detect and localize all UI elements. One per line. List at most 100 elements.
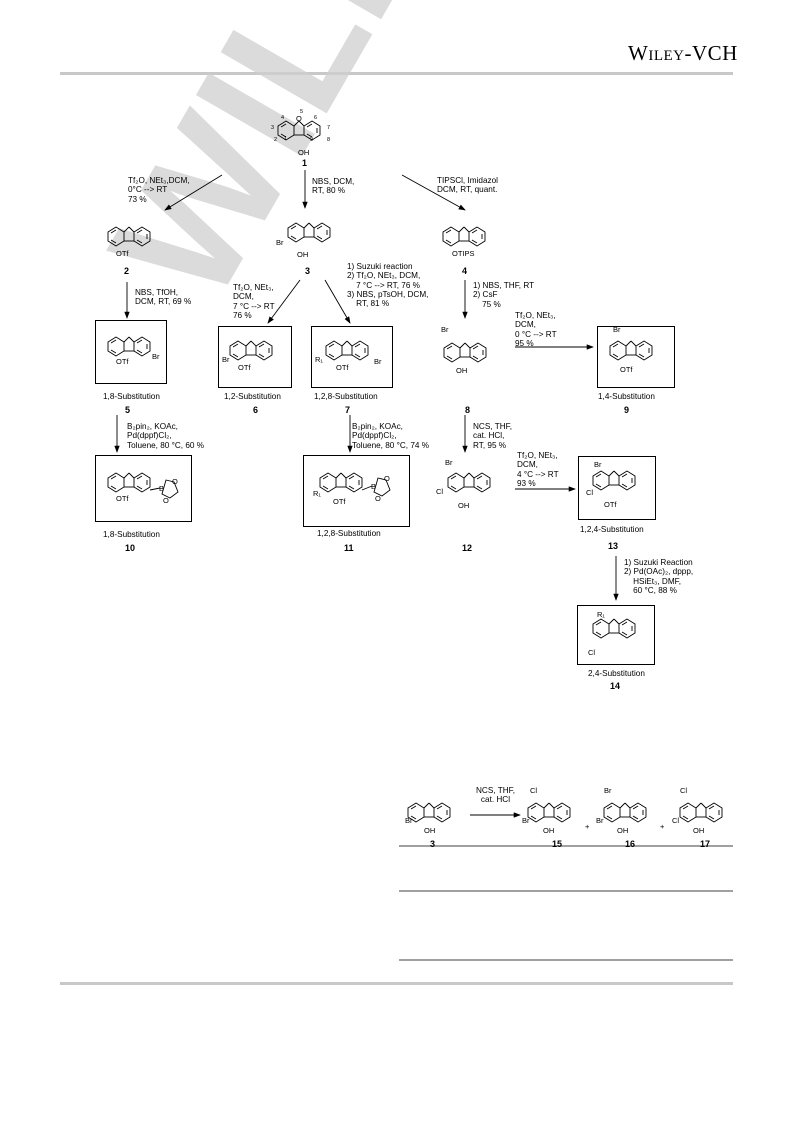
substituent-label: OTf bbox=[116, 357, 129, 366]
substituent-label: Br bbox=[152, 352, 160, 361]
box-compound-7 bbox=[311, 326, 393, 388]
position-label: 2 bbox=[274, 137, 278, 143]
position-label: 8 bbox=[327, 137, 331, 143]
substituent-label: Br bbox=[374, 357, 382, 366]
substituent-label: Br bbox=[604, 786, 612, 795]
substituent-label: Br bbox=[613, 325, 621, 334]
substituent-label: R₁ bbox=[597, 610, 605, 619]
substituent-label: Cl bbox=[530, 786, 538, 795]
substituent-label: OTf bbox=[116, 249, 129, 258]
substituent-label: Br bbox=[405, 816, 413, 825]
compound-number: 4 bbox=[462, 266, 468, 276]
substituent-label: OTf bbox=[238, 363, 251, 372]
reagent-1-to-3: NBS, DCM, RT, 80 % bbox=[312, 177, 355, 196]
substituent-label: OTf bbox=[336, 363, 349, 372]
molecule-8 bbox=[443, 342, 487, 363]
compound-number: 16 bbox=[625, 839, 636, 849]
reagent-3-to-7: 1) Suzuki reaction 2) Tf₂O, NEt₃, DCM, 7… bbox=[347, 262, 429, 309]
substituent-label: R₁ bbox=[315, 355, 323, 364]
reagent-3-to-6: Tf₂O, NEt₃, DCM, 7 °C --> RT 76 % bbox=[233, 283, 275, 320]
reagent-7-to-11: B₂pin₂, KOAc, Pd(dppf)Cl₂, Toluene, 80 °… bbox=[352, 422, 430, 450]
molecule-4 bbox=[442, 226, 486, 247]
substituent-label: Br bbox=[222, 355, 230, 364]
position-label: 1 bbox=[284, 136, 288, 142]
c1-oh: OH bbox=[298, 148, 310, 157]
boron-label: B bbox=[371, 482, 377, 491]
reagent-1-to-4: TIPSCl, Imidazol DCM, RT, quant. bbox=[437, 176, 498, 195]
compound-number: 2 bbox=[124, 266, 130, 276]
reagent-4-to-8: 1) NBS, THF, RT 2) CsF 75 % bbox=[473, 281, 535, 309]
compound-number: 3 bbox=[305, 266, 311, 276]
molecule-14 bbox=[592, 618, 636, 639]
substituent-label: OH bbox=[297, 250, 309, 259]
substitution-caption: 1,2-Substitution bbox=[224, 392, 281, 401]
position-label: 4 bbox=[281, 115, 285, 121]
position-label: 3 bbox=[271, 125, 275, 131]
substituent-label: Cl bbox=[588, 648, 596, 657]
compound-number: 15 bbox=[552, 839, 563, 849]
compound-number: 3 bbox=[430, 839, 436, 849]
substituent-label: OTf bbox=[333, 497, 346, 506]
compound-number: 17 bbox=[700, 839, 711, 849]
compound-number: 11 bbox=[344, 543, 354, 553]
molecule-2 bbox=[107, 226, 151, 247]
substituent-label: Cl bbox=[680, 786, 688, 795]
substituent-label: Br bbox=[441, 325, 449, 334]
ring-oxygen-label: O bbox=[296, 114, 302, 123]
molecule-3 bbox=[287, 222, 331, 243]
substituent-label: OTf bbox=[116, 494, 129, 503]
reagent-13-to-14: 1) Suzuki Reaction 2) Pd(OAc)₂, dppp, HS… bbox=[624, 558, 694, 595]
substituent-label: Br bbox=[276, 238, 284, 247]
header-rule bbox=[60, 72, 733, 75]
compound-number: 1 bbox=[302, 158, 308, 168]
oxygen-label: O bbox=[163, 496, 169, 505]
substitution-caption: 1,2,4-Substitution bbox=[580, 525, 644, 534]
substitution-caption: 1,2,8-Substitution bbox=[314, 392, 378, 401]
publisher-logo: Wiley-VCH bbox=[628, 41, 738, 65]
substituent-label: OTIPS bbox=[452, 249, 475, 258]
molecule-13 bbox=[592, 470, 636, 491]
reagent-12-to-13: Tf₂O, NEt₃, DCM, 4 °C --> RT 93 % bbox=[517, 451, 559, 488]
position-label: 5 bbox=[300, 109, 304, 115]
substitution-caption: 1,8-Substitution bbox=[103, 392, 160, 401]
substituent-label: Cl bbox=[436, 487, 444, 496]
molecule-3b bbox=[407, 802, 451, 823]
compound-number: 7 bbox=[345, 405, 351, 415]
substituent-label: OH bbox=[456, 366, 468, 375]
box-compound-5 bbox=[95, 320, 167, 384]
box-compound-9 bbox=[597, 326, 675, 388]
compound-number: 12 bbox=[462, 543, 473, 553]
footer-rule bbox=[60, 982, 733, 985]
substituent-label: OH bbox=[424, 826, 436, 835]
molecule-7 bbox=[325, 340, 369, 361]
oxygen-label: O bbox=[375, 494, 381, 503]
substituent-label: OH bbox=[617, 826, 629, 835]
boron-label: B bbox=[159, 484, 165, 493]
substituent-label: Br bbox=[522, 816, 530, 825]
substituent-label: OH bbox=[543, 826, 555, 835]
substituent-label: Br bbox=[594, 460, 602, 469]
substituent-label: R₁ bbox=[313, 489, 321, 498]
molecule-15 bbox=[527, 802, 571, 823]
substitution-caption: 1,4-Substitution bbox=[598, 392, 655, 401]
molecule-6 bbox=[229, 340, 273, 361]
substituent-label: Br bbox=[445, 458, 453, 467]
position-label: 6 bbox=[314, 115, 318, 121]
box-compound-14 bbox=[577, 605, 655, 665]
box-compound-10 bbox=[95, 455, 192, 522]
compound-number: 5 bbox=[125, 405, 131, 415]
compound-number: 8 bbox=[465, 405, 471, 415]
reagent-3-to-15: NCS, THF, cat. HCl bbox=[476, 786, 515, 805]
reagent-2-to-5: NBS, TfOH, DCM, RT, 69 % bbox=[135, 288, 192, 307]
plus-sign: + bbox=[585, 822, 590, 831]
substituent-label: Cl bbox=[586, 488, 594, 497]
position-label: 7 bbox=[327, 125, 331, 131]
substitution-caption: 1,2,8-Substitution bbox=[317, 529, 381, 538]
substituent-label: OTf bbox=[620, 365, 633, 374]
substituent-label: OH bbox=[458, 501, 470, 510]
molecule-9 bbox=[609, 340, 653, 361]
molecule-11 bbox=[319, 472, 363, 493]
compound-number: 6 bbox=[253, 405, 259, 415]
box-compound-6 bbox=[218, 326, 292, 388]
plus-sign: + bbox=[660, 822, 665, 831]
